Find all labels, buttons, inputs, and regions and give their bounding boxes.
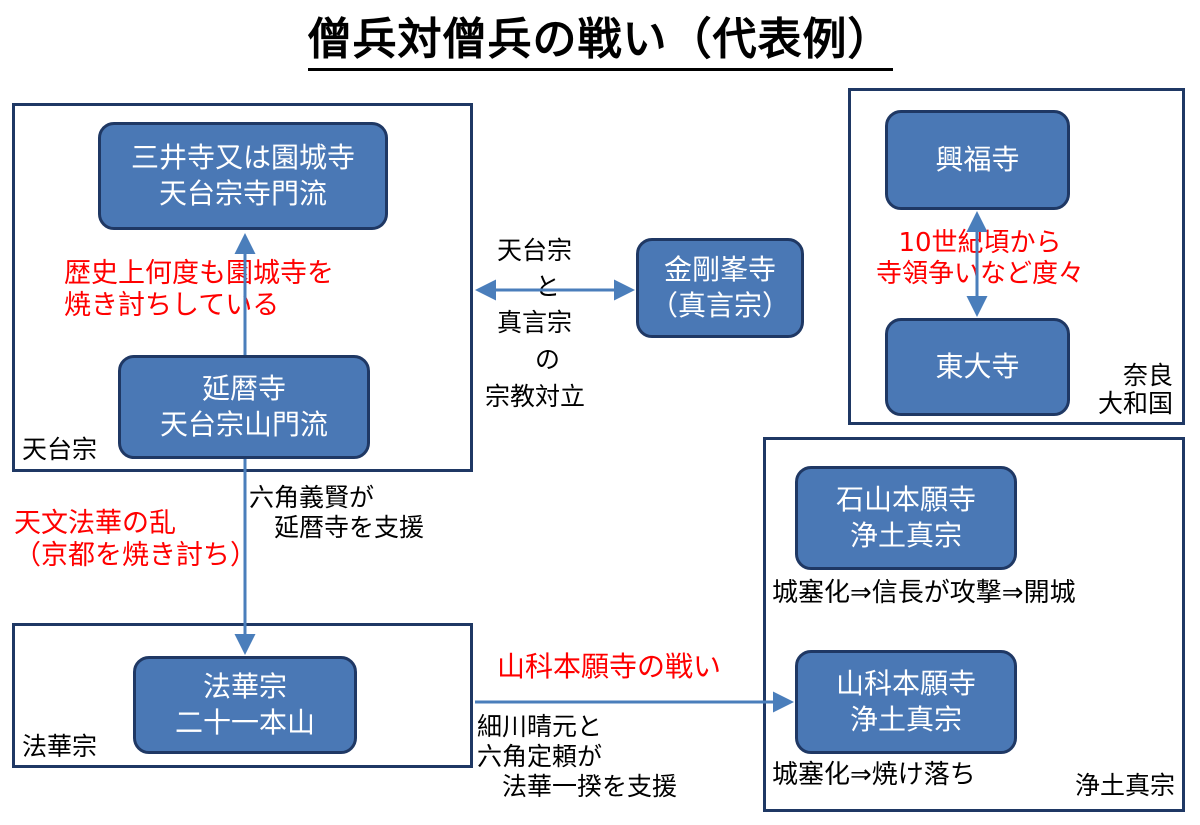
node-ishiyama-honganji[interactable]: 石山本願寺 浄土真宗 [795,466,1017,570]
node-kongobuji[interactable]: 金剛峯寺 （真言宗） [636,238,804,338]
center-conflict-line4: の [535,345,561,374]
note-ishiyama-honganji: 城塞化⇒信長が攻撃⇒開城 [772,578,1076,608]
node-enryakuji[interactable]: 延暦寺 天台宗山門流 [118,355,370,459]
node-miidera[interactable]: 三井寺又は園城寺 天台宗寺門流 [98,122,388,230]
node-kofukuji[interactable]: 興福寺 [885,110,1070,210]
group-label-jodoshinshu: 浄土真宗 [1075,771,1176,800]
annotation-rokkaku-yoshikata-support: 六角義賢が 延暦寺を支援 [249,483,425,542]
annotation-enryakuji-attacks-onjoji: 歴史上何度も園城寺を 焼き討ちしている [64,258,334,322]
group-label-hokke: 法華宗 [22,732,98,761]
annotation-nara-temple-land-disputes: 10世紀頃から 寺領争いなど度々 [876,228,1085,290]
note-yamashina-honganji: 城塞化⇒焼け落ち [772,760,976,790]
node-yamashina-honganji[interactable]: 山科本願寺 浄土真宗 [795,650,1017,754]
annotation-yamashina-honganji-battle: 山科本願寺の戦い [497,650,722,683]
center-conflict-line2: と [535,272,561,301]
group-box-jodoshinshu [763,437,1185,812]
center-conflict-line5: 宗教対立 [485,382,586,411]
group-box-nara [848,88,1185,425]
node-todaiji[interactable]: 東大寺 [885,318,1070,416]
group-label-nara: 奈良 大和国 [1098,361,1174,418]
group-label-tendai: 天台宗 [22,435,98,464]
annotation-tenbun-hokke-rebellion: 天文法華の乱 （京都を焼き討ち） [14,508,257,572]
annotation-hosokawa-harumoto-support: 細川晴元と 六角定頼が 法華一揆を支援 [477,712,678,801]
node-hokkeshu[interactable]: 法華宗 二十一本山 [133,656,357,754]
page-title-text: 僧兵対僧兵の戦い（代表例） [307,14,893,71]
group-box-tendai [12,103,473,472]
center-conflict-line3: 真言宗 [497,308,573,337]
page-title: 僧兵対僧兵の戦い（代表例） [0,12,1200,71]
group-box-hokke [12,623,473,768]
center-conflict-line1: 天台宗 [497,236,573,265]
